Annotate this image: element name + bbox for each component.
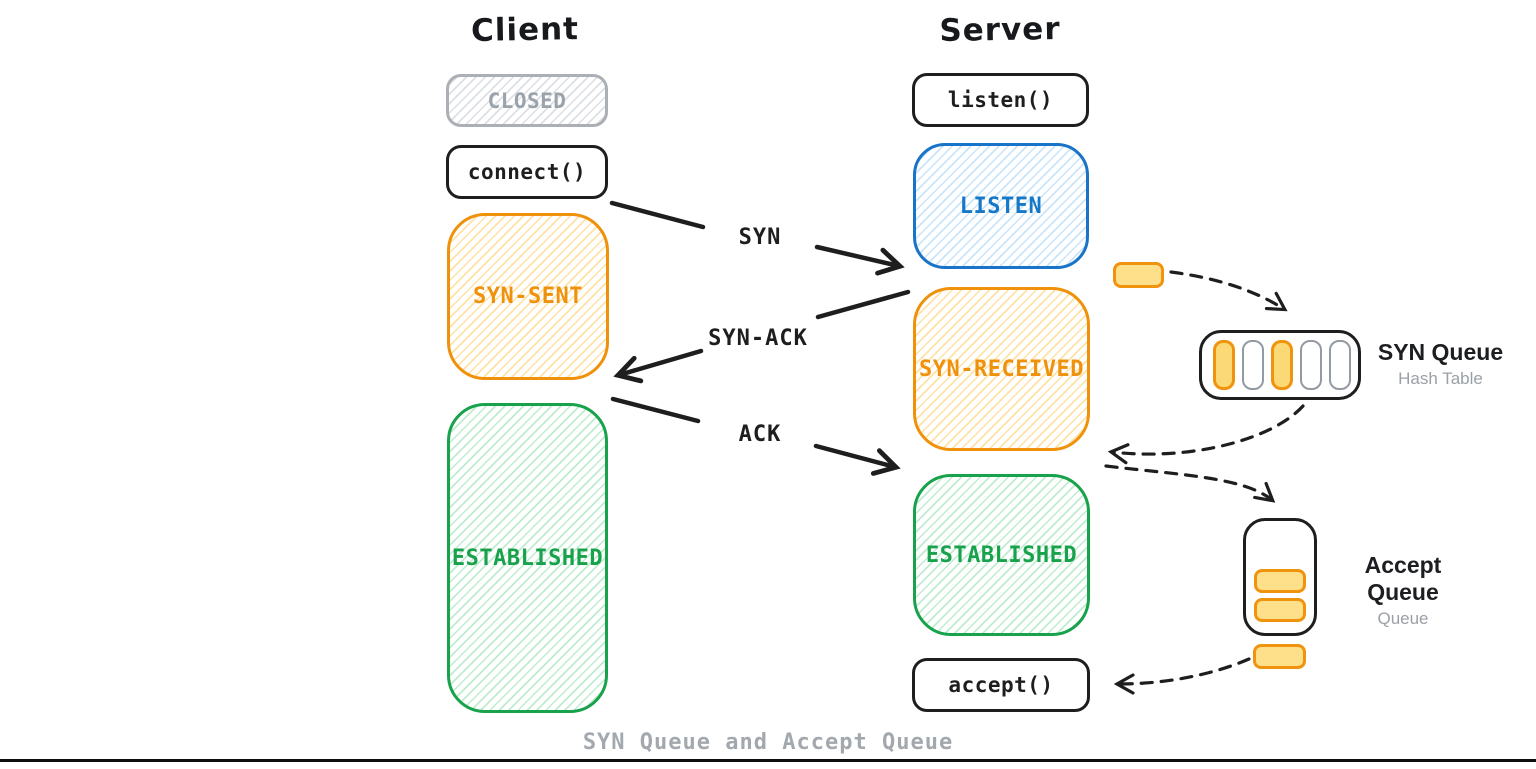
syn-queue-slot: [1242, 340, 1264, 390]
bottom-divider: [0, 759, 1536, 762]
client-column-title: Client: [470, 11, 580, 49]
diagram-caption: SYN Queue and Accept Queue: [582, 730, 954, 755]
arrow-syn-received-to-accept-queue: [1104, 464, 1276, 503]
syn-queue-slot: [1271, 340, 1293, 390]
syn-queue-subtitle: Hash Table: [1398, 369, 1483, 388]
state-syn-sent: SYN-SENT: [447, 213, 609, 380]
arrow-token-to-accept: [1113, 657, 1251, 695]
syn-queue-title: SYN Queue: [1377, 339, 1504, 365]
syscall-connect: connect(): [446, 145, 608, 199]
state-established-client: ESTABLISHED: [447, 403, 608, 713]
accept-queue-container: [1243, 518, 1317, 636]
state-syn-received: SYN-RECEIVED: [913, 287, 1090, 451]
state-closed: CLOSED: [446, 74, 608, 127]
accept-queue-subtitle: Queue: [1377, 609, 1429, 628]
connection-token: [1253, 644, 1306, 669]
state-listen: LISTEN: [913, 143, 1089, 269]
syn-queue-slot: [1213, 340, 1235, 390]
syn-queue-slot: [1329, 340, 1351, 390]
state-established-server: ESTABLISHED: [913, 474, 1090, 636]
message-label-syn-ack: SYN-ACK: [708, 326, 808, 351]
arrow-syn-queue-to-syn-received: [1107, 404, 1305, 465]
syscall-accept: accept(): [912, 658, 1090, 712]
syn-queue-labels: SYN Queue Hash Table: [1368, 339, 1513, 389]
connection-token: [1113, 262, 1164, 288]
accept-queue-title: Accept Queue: [1364, 552, 1442, 605]
arrow-token-to-syn-queue: [1169, 270, 1288, 312]
syn-queue-slot: [1300, 340, 1322, 390]
message-label-ack: ACK: [738, 422, 782, 447]
syn-queue-container: [1199, 330, 1361, 400]
server-column-title: Server: [939, 10, 1061, 50]
accept-queue-labels: Accept Queue Queue: [1328, 552, 1478, 629]
message-label-syn: SYN: [738, 225, 782, 250]
accept-queue-slot: [1254, 569, 1306, 593]
syscall-listen: listen(): [912, 73, 1089, 127]
accept-queue-slot: [1254, 598, 1306, 622]
